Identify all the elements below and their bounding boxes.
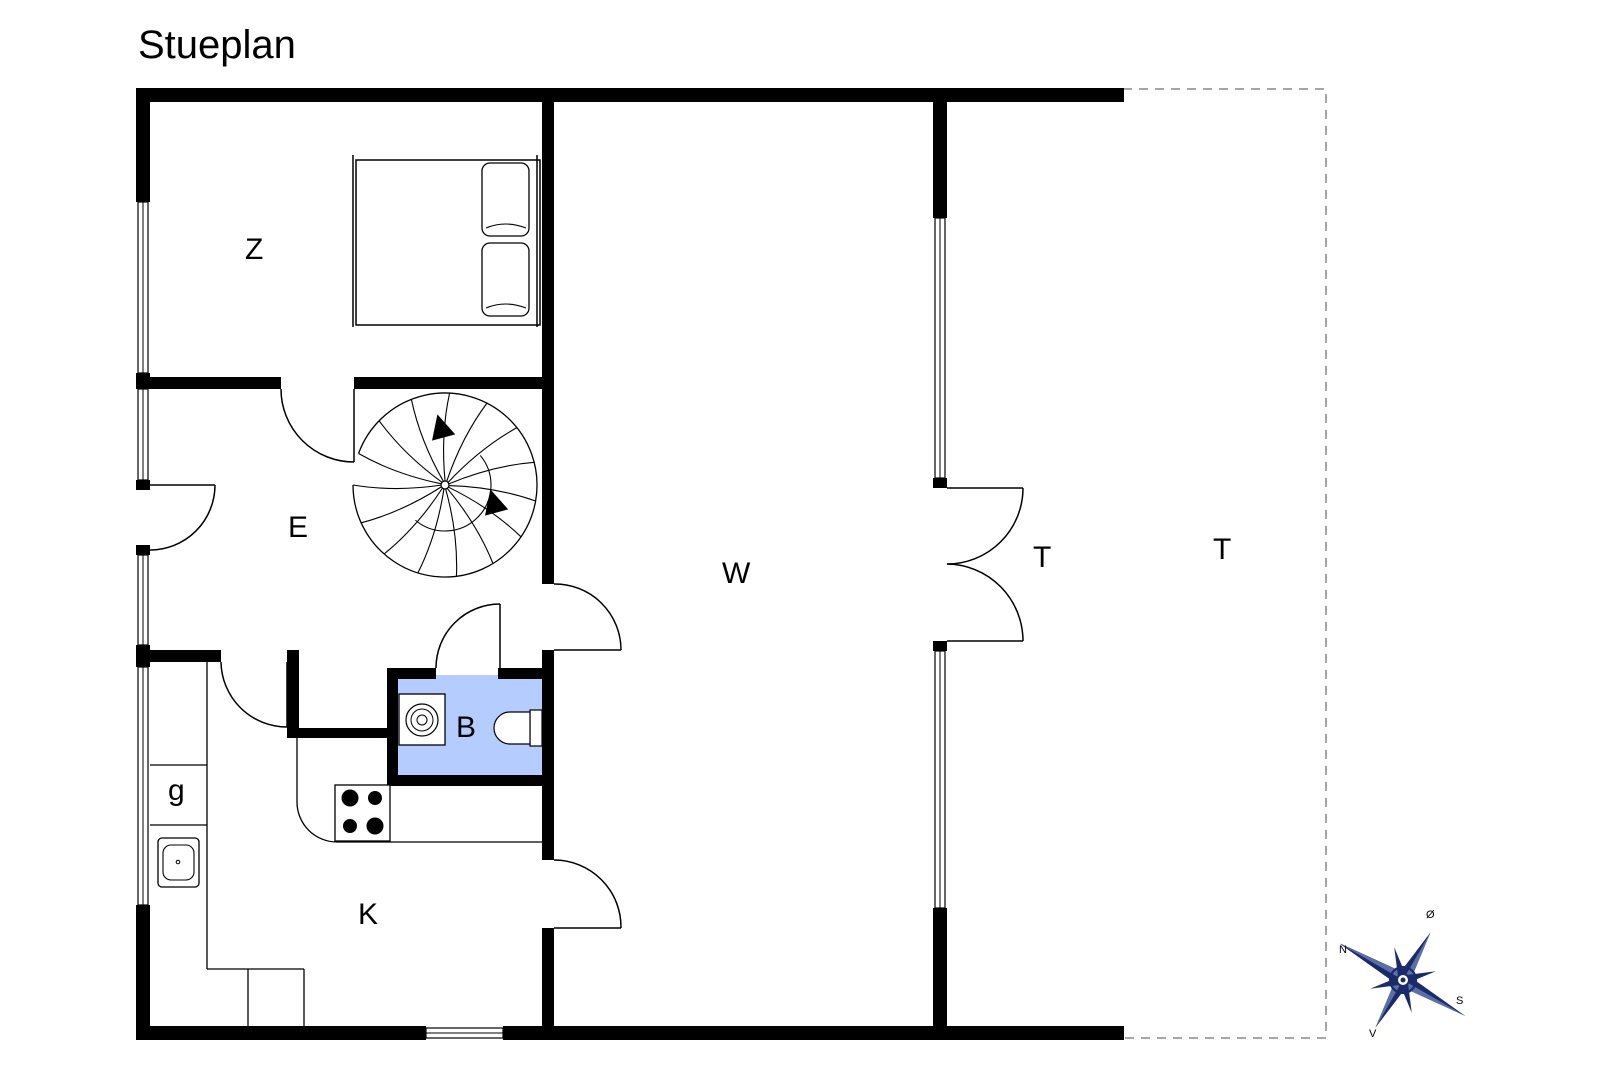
- room-label-e: E: [288, 511, 308, 544]
- compass-rose-icon: N Ø S V: [1339, 909, 1466, 1040]
- outer-terrace-boundary: [1123, 88, 1327, 1039]
- room-label-t-terrace: T: [1033, 541, 1051, 574]
- bed-icon: [352, 155, 541, 327]
- room-label-b: B: [456, 711, 476, 744]
- page-title: Stueplan: [138, 23, 296, 67]
- spiral-stairs-icon: [352, 392, 538, 578]
- room-label-w: W: [722, 557, 751, 590]
- compass-label-east: Ø: [1426, 909, 1435, 921]
- washbasin-icon: [398, 693, 446, 746]
- room-label-t-outer: T: [1213, 533, 1231, 566]
- toilet-icon: [493, 709, 543, 747]
- kitchen-sink-icon: [157, 837, 200, 888]
- room-label-k: K: [358, 898, 378, 931]
- kitchen-counter: [150, 662, 542, 1026]
- stove-icon: [334, 784, 391, 842]
- room-label-g: g: [168, 774, 185, 807]
- walls: [136, 88, 1124, 1040]
- compass-label-west: V: [1369, 1028, 1377, 1040]
- room-label-z: Z: [245, 233, 263, 266]
- compass-label-north: N: [1339, 944, 1347, 956]
- doors: [149, 388, 1024, 929]
- windows: [137, 201, 946, 1039]
- compass-label-south: S: [1456, 995, 1463, 1007]
